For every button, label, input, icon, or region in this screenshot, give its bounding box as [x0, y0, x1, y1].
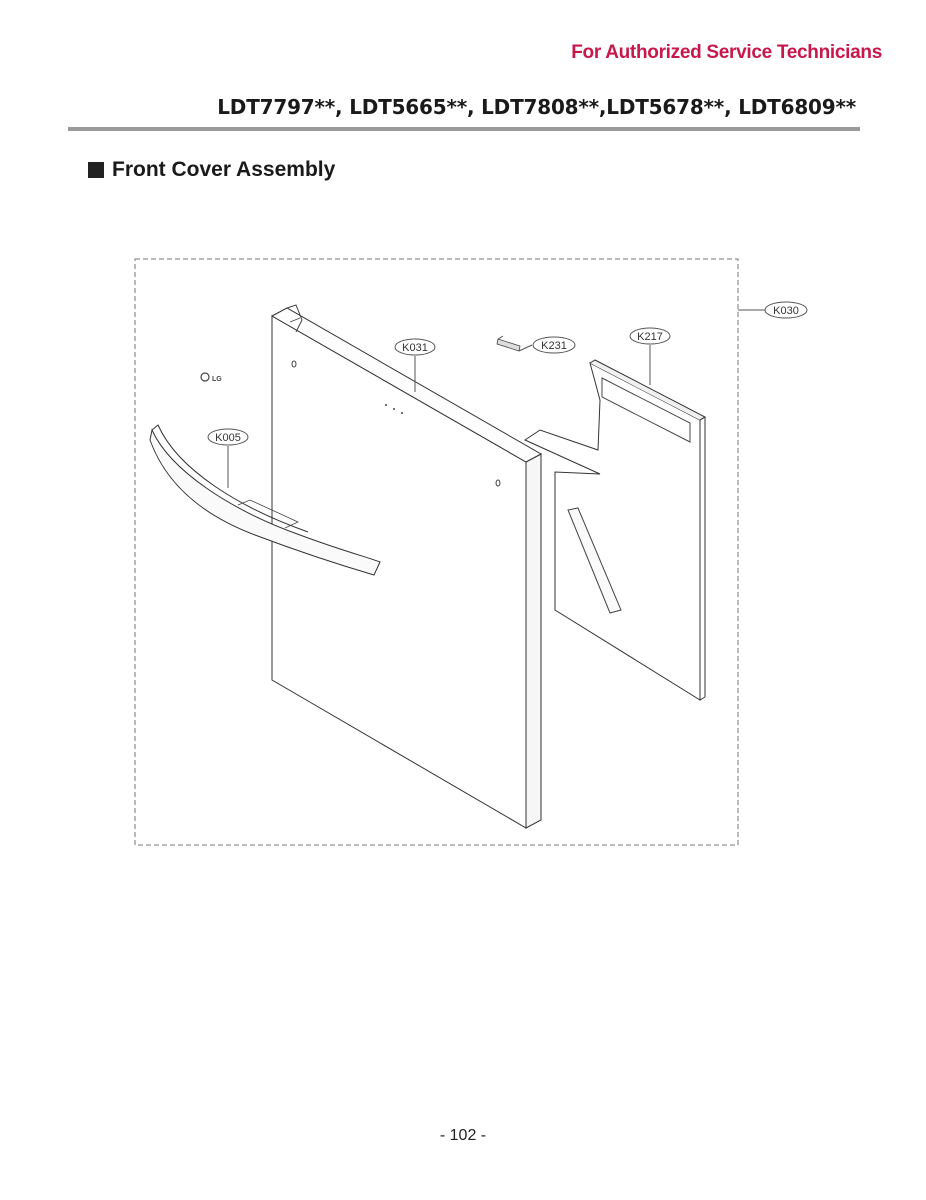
authorized-service-banner: For Authorized Service Technicians [571, 42, 882, 63]
front-door-panel [270, 304, 543, 829]
lg-logo-text: LG [212, 376, 222, 383]
callout-k231: K231 [532, 336, 576, 354]
callout-k005: K005 [207, 428, 249, 488]
callout-k030-label: K030 [773, 305, 799, 317]
callout-k005-label: K005 [215, 432, 241, 444]
assembly-boundary [134, 258, 739, 846]
callout-k231-label: K231 [541, 340, 567, 352]
bracket-part [496, 335, 533, 352]
door-handle [149, 424, 381, 576]
section-bullet-icon [88, 162, 104, 178]
model-numbers-heading: LDT7797**, LDT5665**, LDT7808**,LDT5678*… [217, 95, 856, 119]
callout-k031-label: K031 [402, 342, 428, 354]
inner-liner-panel [523, 359, 707, 701]
section-heading: Front Cover Assembly [88, 158, 335, 182]
page-number: - 102 - [439, 1127, 487, 1144]
lg-logo-badge: LG [200, 372, 222, 383]
callout-k217-label: K217 [637, 331, 663, 343]
callout-k217: K217 [629, 327, 671, 385]
callout-k030: K030 [738, 301, 808, 319]
section-title: Front Cover Assembly [112, 158, 336, 181]
header-divider [68, 127, 860, 131]
callout-k031: K031 [394, 338, 436, 392]
